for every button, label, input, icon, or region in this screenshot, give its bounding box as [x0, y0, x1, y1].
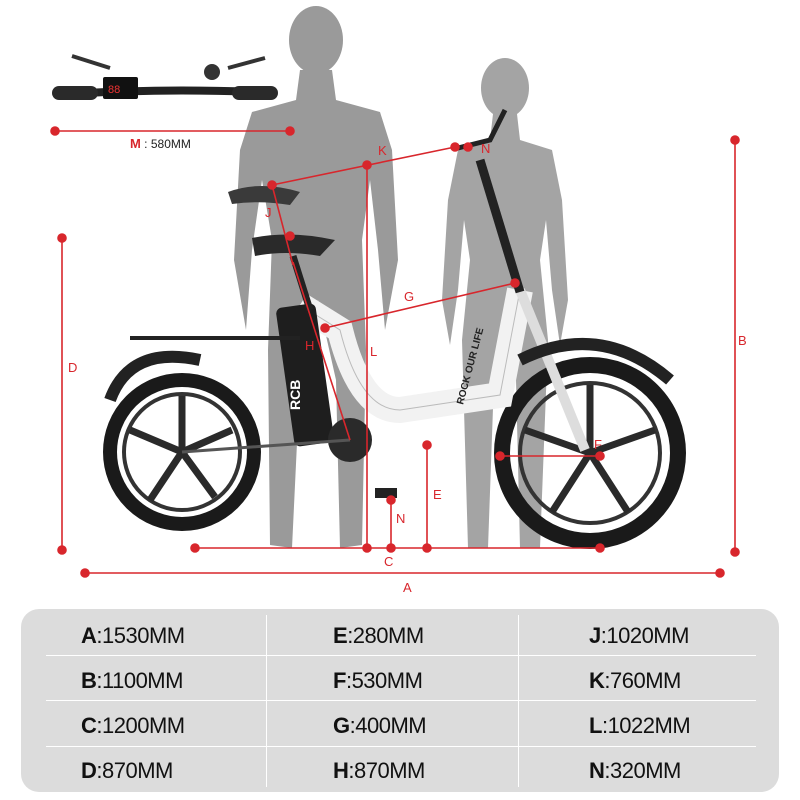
dimension-labels: A B C D E F G H J K L N N M : 580MM — [68, 136, 747, 595]
label-d: D — [68, 360, 77, 375]
spec-table: A:1530MM E:280MM J:1020MM B:1100MM F:530… — [21, 609, 779, 792]
label-h: H — [305, 338, 314, 353]
female-silhouette — [442, 58, 568, 548]
svg-text:88: 88 — [108, 84, 120, 96]
label-b: B — [738, 333, 747, 348]
ebike: RCB ROCK OUR LIFE — [103, 108, 686, 549]
bike-diagram: 88 RCB ROCK OUR LIFE — [50, 6, 747, 595]
label-l: L — [370, 344, 377, 359]
label-f: F — [594, 437, 602, 452]
label-k: K — [378, 143, 387, 158]
spec-n: N:320MM — [589, 758, 681, 783]
label-n: N — [396, 511, 405, 526]
spec-a: A:1530MM — [81, 623, 185, 648]
spec-c: C:1200MM — [81, 713, 185, 738]
handlebar-image: 88 — [52, 54, 278, 100]
label-j: J — [265, 205, 272, 220]
spec-g: G:400MM — [333, 713, 427, 738]
spec-k: K:760MM — [589, 668, 681, 693]
label-e: E — [433, 487, 442, 502]
spec-j: J:1020MM — [589, 623, 689, 648]
spec-b: B:1100MM — [81, 668, 183, 693]
label-c: C — [384, 554, 393, 569]
spec-d: D:870MM — [81, 758, 173, 783]
spec-l: L:1022MM — [589, 713, 691, 738]
dimension-lines — [50, 126, 740, 578]
label-g: G — [404, 289, 414, 304]
handlebar-width-label: M : 580MM — [130, 136, 191, 151]
spec-h: H:870MM — [333, 758, 425, 783]
battery-logo: RCB — [287, 380, 303, 410]
spec-f: F:530MM — [333, 668, 423, 693]
spec-e: E:280MM — [333, 623, 424, 648]
label-a: A — [403, 580, 412, 595]
label-n-top: N — [481, 141, 490, 156]
